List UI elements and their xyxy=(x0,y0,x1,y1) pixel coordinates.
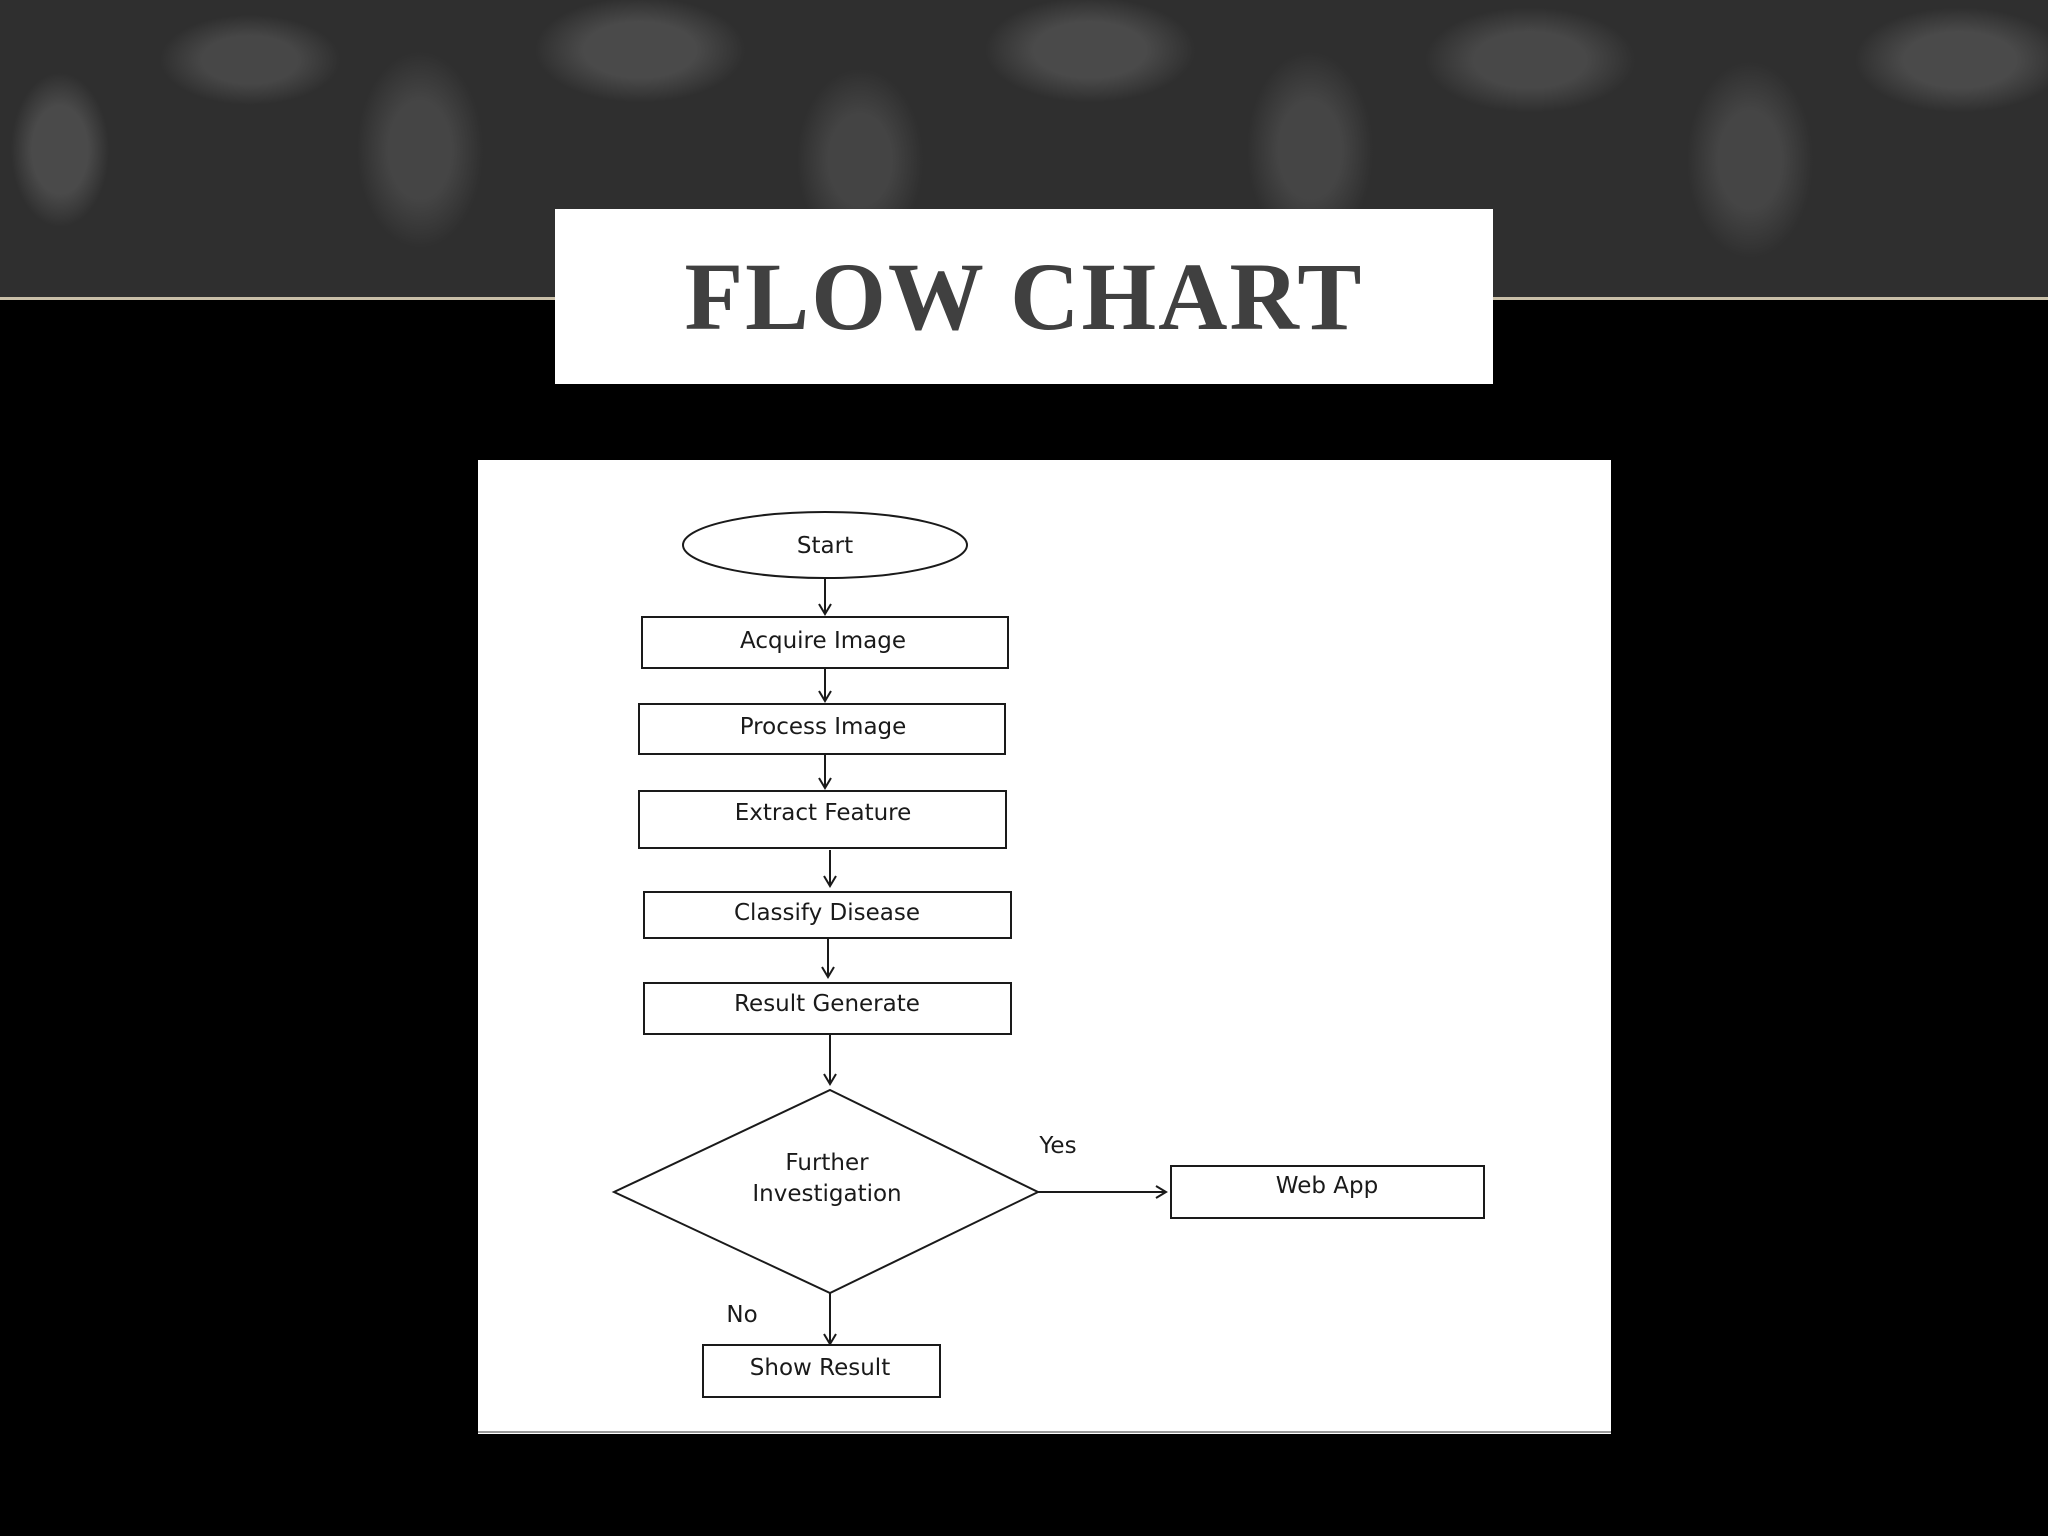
step-acquire-image: Acquire Image xyxy=(641,616,1009,669)
decision-label-line1: Further xyxy=(785,1150,869,1176)
step-result-generate: Result Generate xyxy=(643,982,1012,1035)
step-process-image: Process Image xyxy=(638,703,1006,755)
step-label: Acquire Image xyxy=(740,628,906,654)
decision-node: Further Investigation xyxy=(611,1088,1041,1295)
decision-label-line2: Investigation xyxy=(752,1181,901,1207)
web-app-label: Web App xyxy=(1276,1173,1378,1199)
no-branch-label: No xyxy=(726,1302,757,1328)
step-label: Classify Disease xyxy=(734,900,920,926)
slide-title: FLOW CHART xyxy=(684,242,1364,350)
step-extract-feature: Extract Feature xyxy=(638,790,1007,849)
step-label: Extract Feature xyxy=(735,800,912,826)
start-node: Start xyxy=(682,511,968,579)
step-classify-disease: Classify Disease xyxy=(643,891,1012,939)
title-box: FLOW CHART xyxy=(555,209,1493,384)
step-label: Result Generate xyxy=(734,991,920,1017)
flowchart-panel: Start Acquire Image Process Image E xyxy=(478,460,1611,1434)
step-label: Process Image xyxy=(740,714,907,740)
show-result-label: Show Result xyxy=(750,1355,890,1381)
flowchart-diagram: Start Acquire Image Process Image E xyxy=(478,511,1611,1433)
start-label: Start xyxy=(797,533,853,559)
damask-header-background xyxy=(0,0,2048,297)
web-app-node: Web App xyxy=(1170,1165,1485,1219)
yes-branch-label: Yes xyxy=(1038,1133,1076,1159)
show-result-node: Show Result xyxy=(702,1344,941,1398)
